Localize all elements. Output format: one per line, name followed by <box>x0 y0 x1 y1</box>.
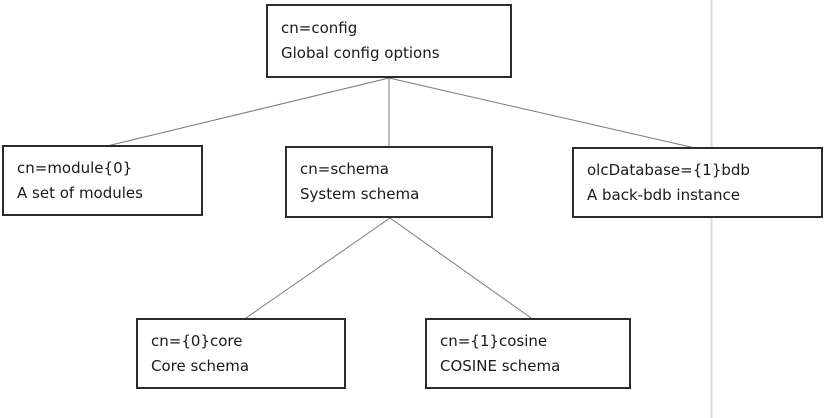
edge-config-database <box>388 77 696 149</box>
node-description-label: COSINE schema <box>440 356 561 375</box>
tree-node-schema: cn=schema System schema <box>285 146 493 218</box>
node-dn-label: cn=schema <box>300 160 389 178</box>
tree-node-module: cn=module{0} A set of modules <box>2 145 203 216</box>
tree-node-core: cn={0}core Core schema <box>136 318 346 389</box>
node-description-label: System schema <box>300 185 420 203</box>
node-description-label: A back-bdb instance <box>587 185 740 204</box>
node-dn-label: cn={1}cosine <box>440 331 548 350</box>
node-dn-label: cn=module{0} <box>17 158 133 177</box>
node-dn-label: cn={0}core <box>151 331 243 350</box>
node-description-label: Core schema <box>151 356 250 375</box>
edge-schema-core <box>245 217 391 319</box>
node-description-label: Global config options <box>281 44 440 62</box>
node-dn-label: olcDatabase={1}bdb <box>587 160 750 179</box>
tree-node-cosine: cn={1}cosine COSINE schema <box>425 318 631 389</box>
tree-node-config: cn=config Global config options <box>266 4 512 78</box>
node-dn-label: cn=config <box>281 19 358 37</box>
tree-node-database: olcDatabase={1}bdb A back-bdb instance <box>572 147 823 218</box>
edge-schema-cosine <box>389 217 532 319</box>
node-description-label: A set of modules <box>17 183 143 202</box>
edge-config-module <box>106 77 390 147</box>
